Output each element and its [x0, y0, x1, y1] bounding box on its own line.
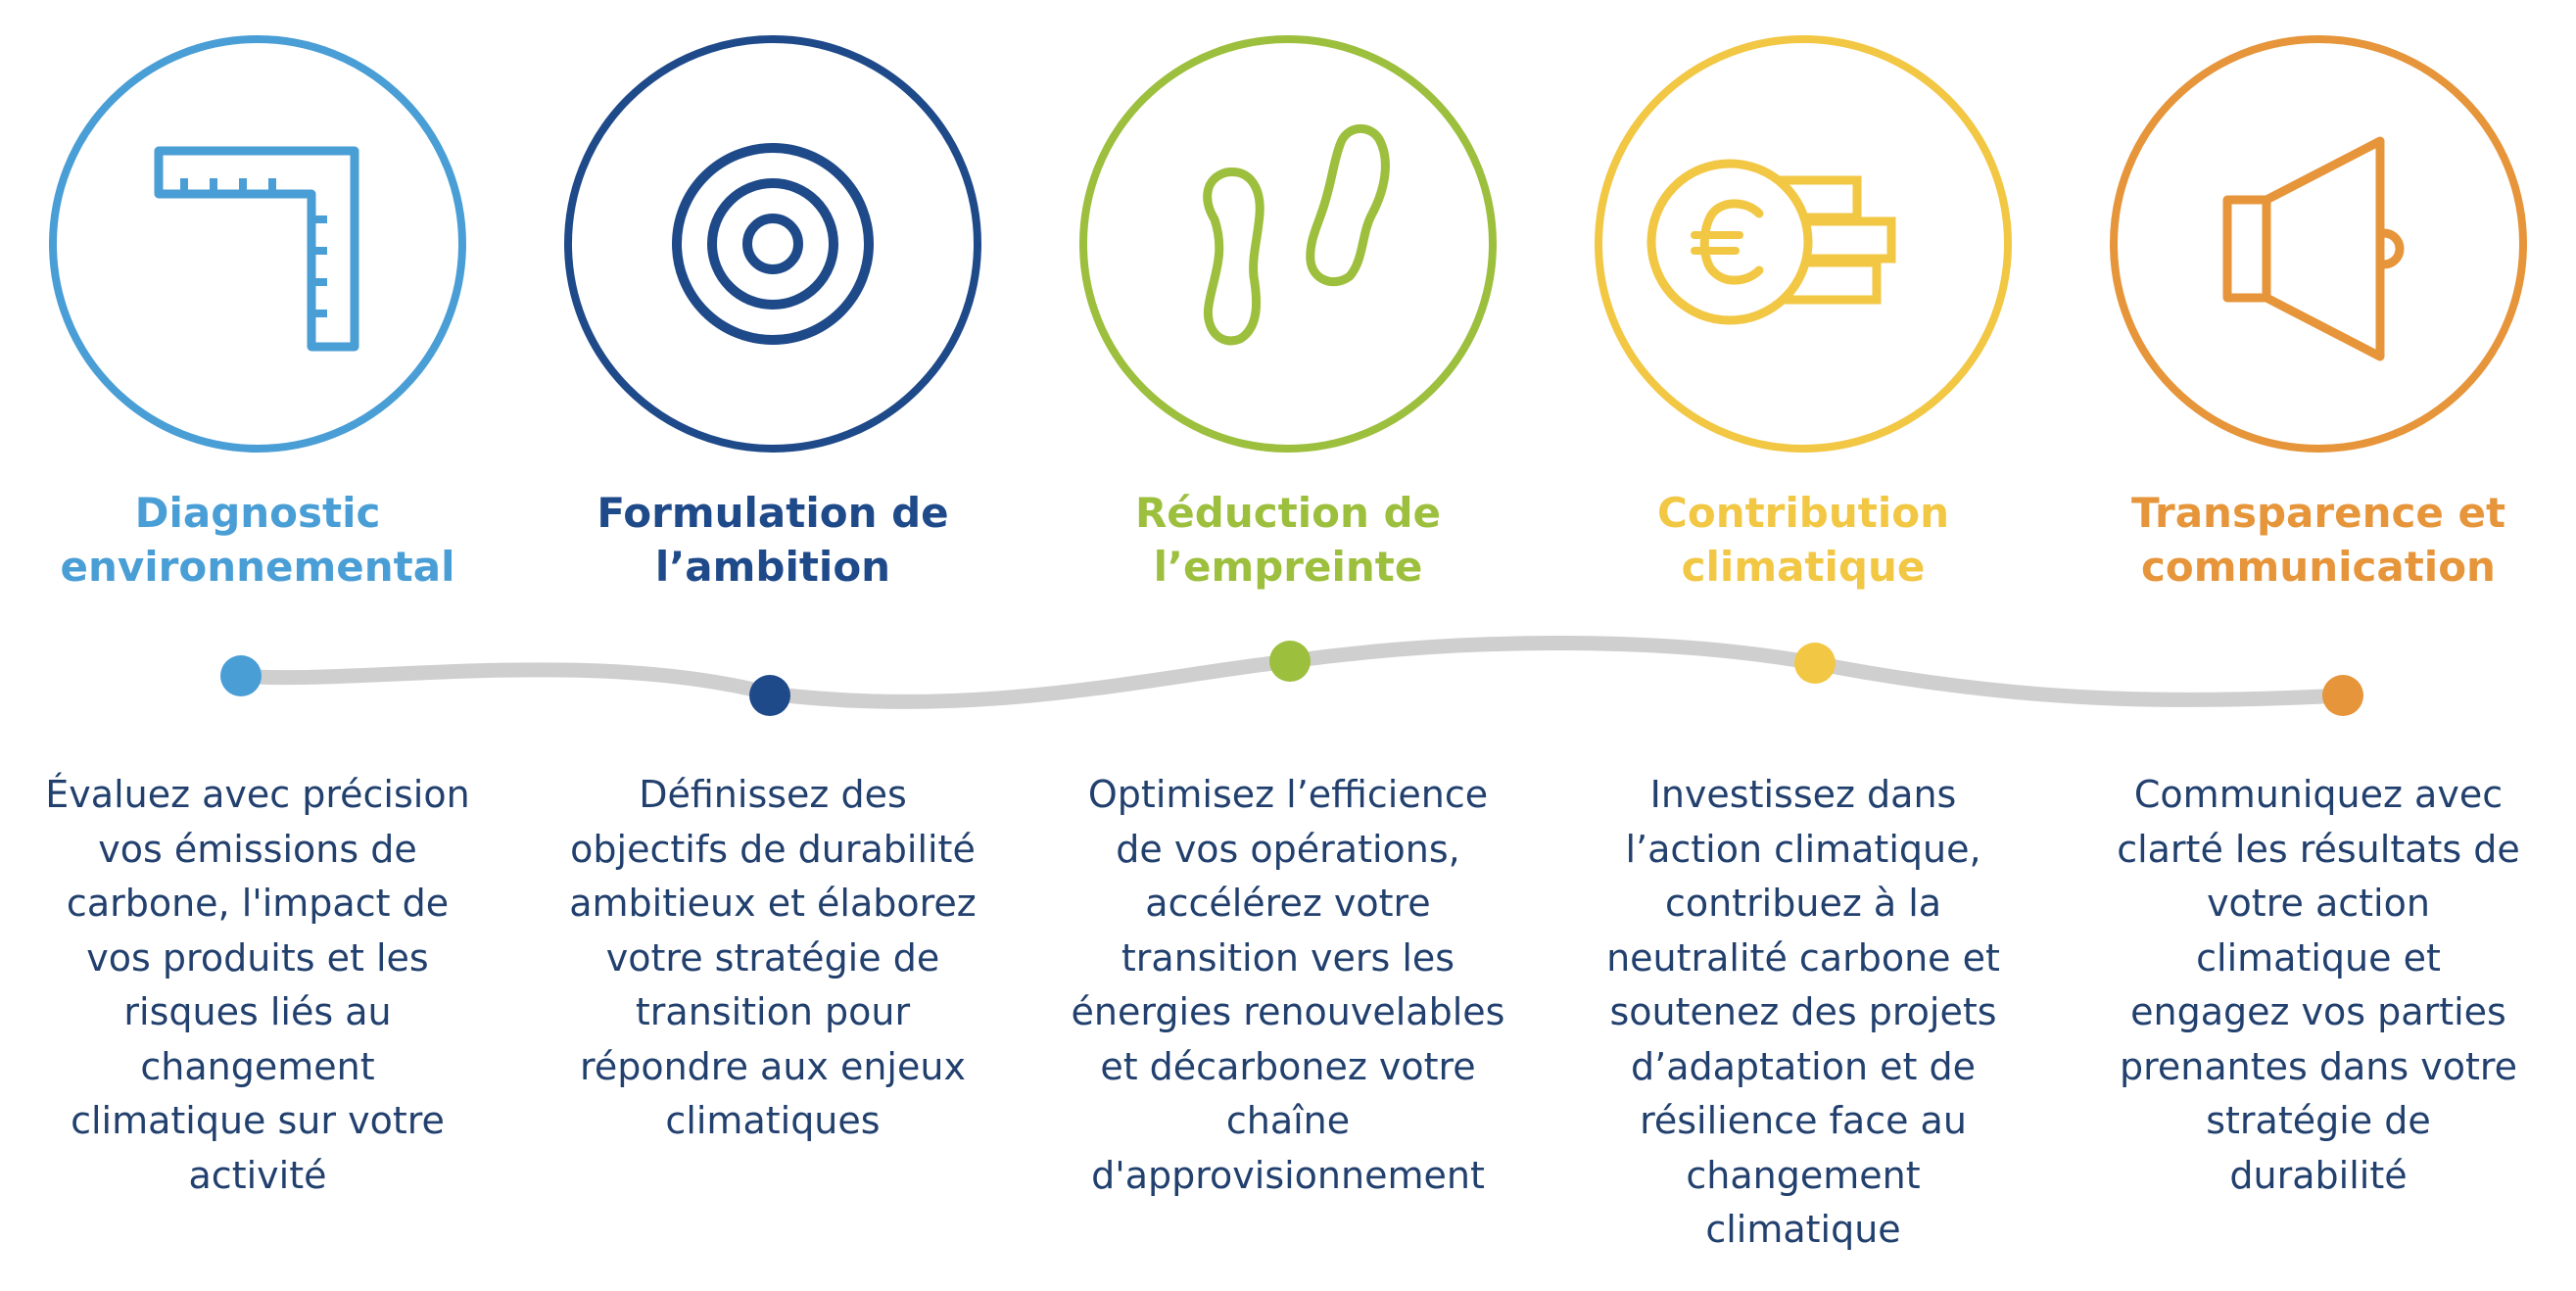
step-3-circle: [1079, 35, 1497, 453]
target-icon: [672, 143, 874, 345]
step-1-description: Évaluez avec précision vos émissions de …: [45, 773, 470, 1197]
step-1-circle: [49, 35, 466, 453]
step-diagnostic: Diagnostic environnemental Évaluez avec …: [0, 0, 515, 1291]
step-contribution: Contribution climatique Investissez dans…: [1546, 0, 2061, 1291]
step-2-description: Définissez des objectifs de durabilité a…: [569, 773, 977, 1142]
step-formulation: Formulation de l’ambition Définissez des…: [515, 0, 1030, 1291]
step-3-description: Optimisez l’efficience de vos opérations…: [1071, 773, 1505, 1197]
step-3-title: Réduction de l’empreinte: [1134, 489, 1442, 591]
footprints-icon: [1203, 124, 1390, 346]
step-5-circle: [2110, 35, 2527, 453]
step-4-circle: [1595, 35, 2012, 453]
step-reduction: Réduction de l’empreinte Optimisez l’eff…: [1030, 0, 1546, 1291]
step-5-description: Communiquez avec clarté les résultats de…: [2117, 773, 2520, 1197]
euro-coins-icon: [1646, 159, 1896, 325]
step-2-circle: [564, 35, 981, 453]
step-2-title: Formulation de l’ambition: [596, 489, 949, 591]
step-1-title: Diagnostic environnemental: [60, 489, 455, 591]
step-4-description: Investissez dans l’action climatique, co…: [1606, 773, 2000, 1251]
step-transparence: Transparence et communication Communique…: [2061, 0, 2576, 1291]
ruler-square-icon: [154, 146, 359, 352]
megaphone-icon: [2222, 136, 2405, 361]
step-4-title: Contribution climatique: [1657, 489, 1949, 591]
step-5-title: Transparence et communication: [2130, 489, 2506, 591]
